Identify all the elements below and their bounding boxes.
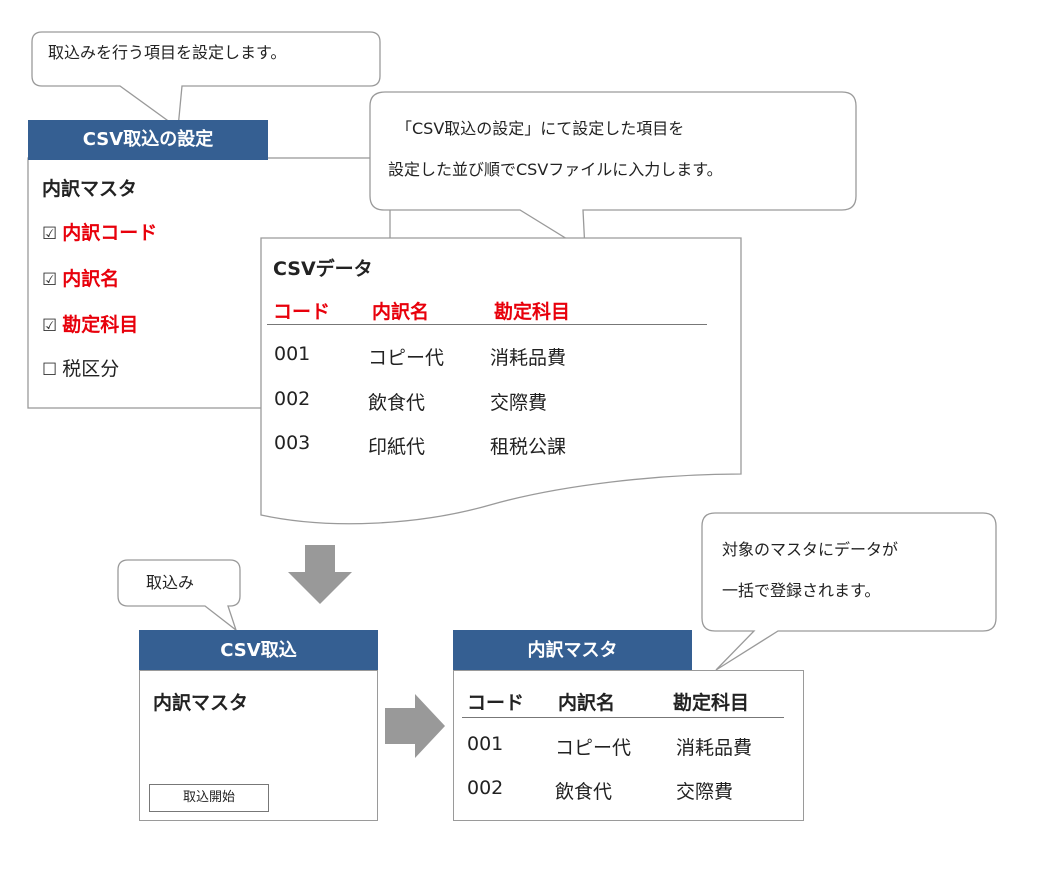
csv-header-code: コード bbox=[273, 301, 331, 323]
csv-header-account: 勘定科目 bbox=[494, 301, 571, 323]
master-row-2-account: 交際費 bbox=[676, 781, 734, 803]
csv-document-title: CSVデータ bbox=[273, 258, 373, 280]
csv-header-divider bbox=[267, 324, 707, 325]
callout-registered-text-line1: 対象のマスタにデータが bbox=[722, 540, 899, 559]
settings-item-name[interactable]: ☑内訳名 bbox=[42, 264, 119, 291]
callout-import-items-text: 取込みを行う項目を設定します。 bbox=[48, 43, 287, 62]
master-header-account: 勘定科目 bbox=[673, 692, 750, 714]
csv-row-1-account: 消耗品費 bbox=[490, 347, 567, 369]
callout-csv-text-line2: 設定した並び順でCSVファイルに入力します。 bbox=[388, 160, 723, 179]
csv-row-1-code: 001 bbox=[274, 343, 311, 365]
settings-master-name: 内訳マスタ bbox=[42, 178, 138, 200]
csv-row-2-code: 002 bbox=[274, 388, 311, 410]
csv-row-3-name: 印紙代 bbox=[368, 436, 426, 458]
csv-row-3-code: 003 bbox=[274, 432, 311, 454]
csv-header-name: 内訳名 bbox=[372, 301, 430, 323]
master-row-2-name: 飲食代 bbox=[555, 781, 613, 803]
down-arrow-icon bbox=[288, 545, 352, 604]
master-header-name: 内訳名 bbox=[558, 692, 616, 714]
checkbox-checked-icon[interactable]: ☑ bbox=[42, 316, 58, 336]
callout-csv-bubble bbox=[369, 91, 857, 252]
import-start-button[interactable]: 取込開始 bbox=[149, 784, 269, 812]
master-row-1-code: 001 bbox=[467, 733, 504, 755]
master-row-2-code: 002 bbox=[467, 777, 504, 799]
csv-row-2-account: 交際費 bbox=[490, 392, 548, 414]
master-row-1-account: 消耗品費 bbox=[676, 737, 753, 759]
checkbox-unchecked-icon[interactable]: ☐ bbox=[42, 360, 58, 380]
master-header-code: コード bbox=[467, 692, 525, 714]
callout-registered-bubble bbox=[701, 512, 997, 671]
import-panel-title: CSV取込 bbox=[139, 630, 378, 671]
checkbox-checked-icon[interactable]: ☑ bbox=[42, 270, 58, 290]
settings-item-label: 内訳名 bbox=[62, 268, 120, 290]
csv-row-1-name: コピー代 bbox=[368, 347, 445, 369]
settings-item-label: 勘定科目 bbox=[62, 314, 139, 336]
callout-import-action-text: 取込み bbox=[146, 573, 195, 592]
callout-import-items-bubble bbox=[31, 31, 381, 130]
master-panel-body bbox=[453, 670, 804, 821]
callout-csv-text-line1: 「CSV取込の設定」にて設定した項目を bbox=[396, 119, 685, 138]
csv-document-shape bbox=[260, 237, 742, 525]
csv-row-2-name: 飲食代 bbox=[368, 392, 426, 414]
master-panel-title: 内訳マスタ bbox=[453, 630, 692, 671]
master-row-1-name: コピー代 bbox=[555, 737, 632, 759]
callout-import-action-bubble bbox=[117, 559, 241, 632]
master-header-divider bbox=[462, 717, 784, 718]
settings-item-code[interactable]: ☑内訳コード bbox=[42, 218, 157, 245]
callout-registered-text-line2: 一括で登録されます。 bbox=[722, 581, 881, 600]
checkbox-checked-icon[interactable]: ☑ bbox=[42, 224, 58, 244]
settings-item-tax[interactable]: ☐税区分 bbox=[42, 354, 119, 381]
settings-item-account[interactable]: ☑勘定科目 bbox=[42, 310, 138, 337]
csv-row-3-account: 租税公課 bbox=[490, 436, 567, 458]
settings-item-label: 税区分 bbox=[62, 358, 120, 380]
settings-panel-title: CSV取込の設定 bbox=[28, 120, 268, 160]
right-arrow-icon bbox=[385, 694, 445, 758]
import-master-name: 内訳マスタ bbox=[153, 692, 249, 714]
settings-item-label: 内訳コード bbox=[62, 222, 158, 244]
